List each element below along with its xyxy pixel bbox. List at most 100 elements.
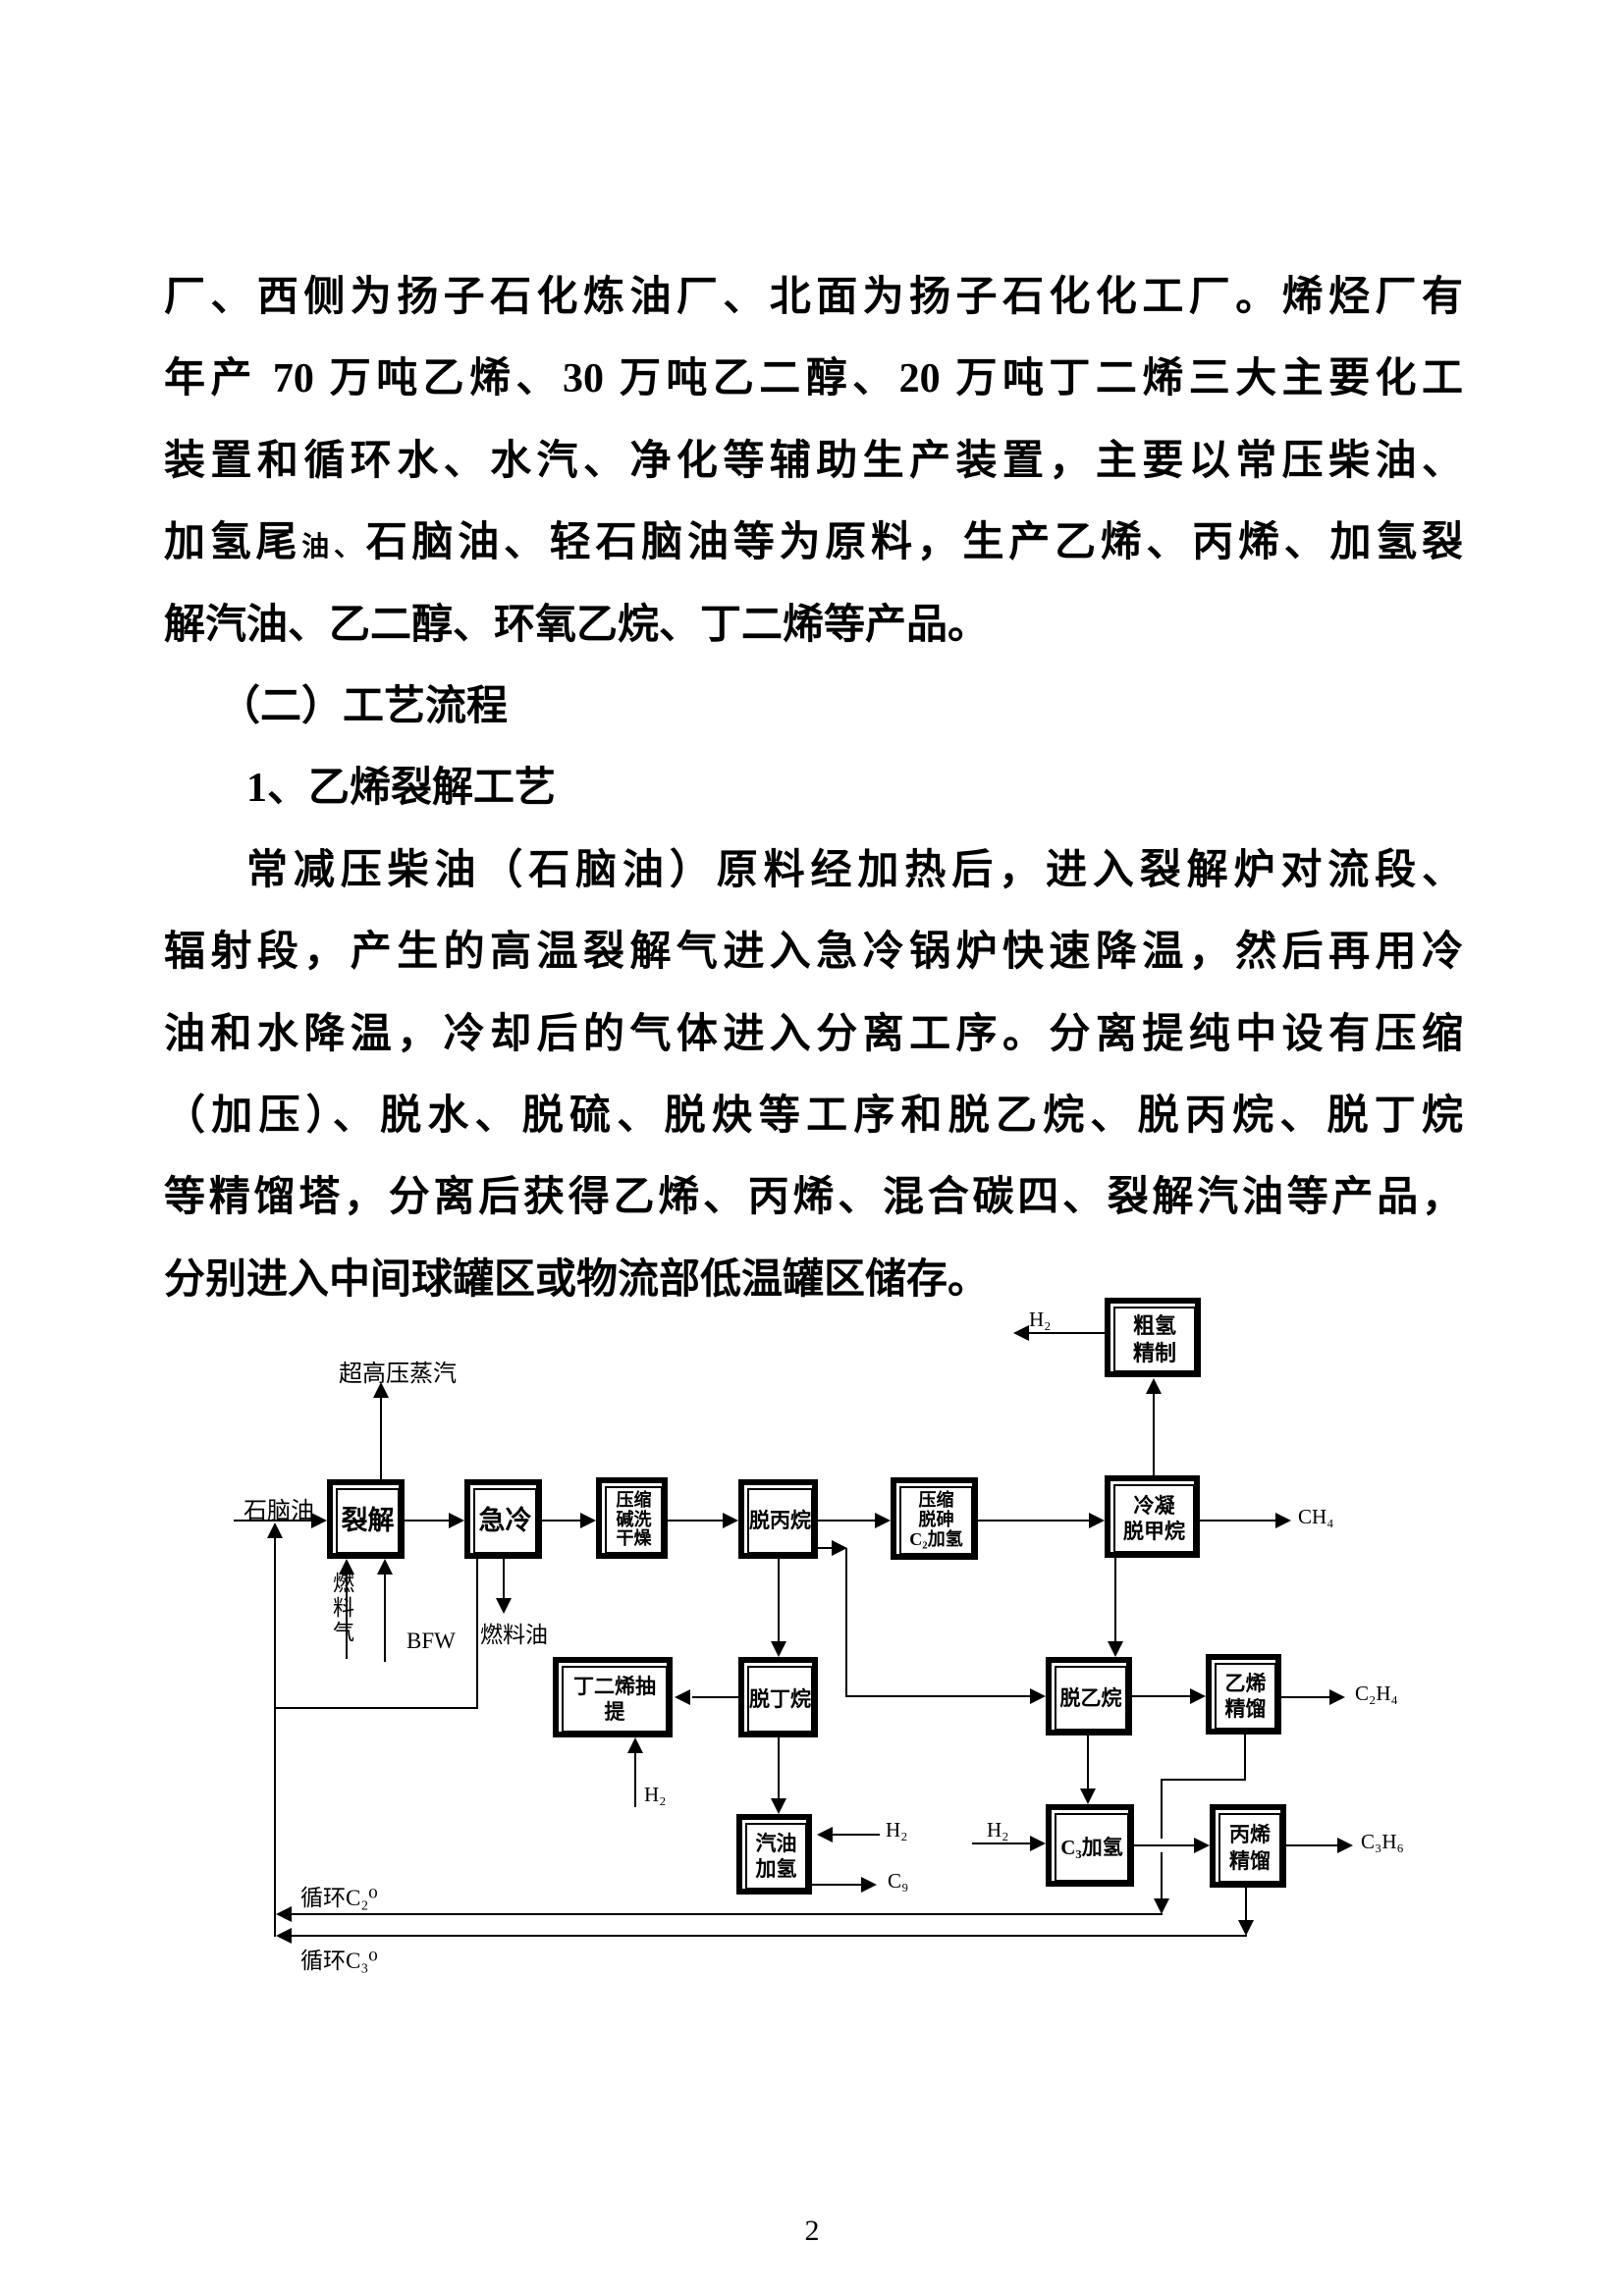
line-recycle-riser <box>274 1536 276 1937</box>
label-c2h4: C₂H₄ <box>1355 1682 1398 1705</box>
arrowhead-into-deethanizer-left <box>1030 1688 1046 1704</box>
arrowhead-into-deethanizer-top <box>1108 1641 1123 1657</box>
page-number: 2 <box>804 2215 820 2247</box>
line-quench-down <box>476 1559 478 1709</box>
arrowhead-into-ethylene-frac <box>1190 1688 1206 1704</box>
line-debutanizer-butadiene <box>692 1696 738 1698</box>
box-label: 乙烯 精馏 <box>1215 1663 1276 1730</box>
box-label: 冷凝 脱甲烷 <box>1113 1484 1195 1553</box>
arrowhead-c9-out <box>861 1877 877 1893</box>
line-h2-gasoline <box>831 1834 880 1836</box>
line-gasoline-c9 <box>812 1884 861 1886</box>
label-h2-gasoline: H₂ <box>886 1818 908 1842</box>
label-c9: C₉ <box>888 1869 909 1893</box>
line-debutanizer-gasoline <box>778 1737 780 1800</box>
line-quench-recycle <box>275 1707 478 1709</box>
box-gasoline-hydrogenation: 汽油 加氢 <box>736 1814 812 1895</box>
box-label: C₃加氢 <box>1055 1813 1129 1882</box>
line-deethanizer-ethylene <box>1132 1695 1190 1697</box>
paragraph-line: 装置和循环水、水汽、净化等辅助生产装置，主要以常压柴油、 <box>164 438 1463 484</box>
box-debutanizer: 脱丁烷 <box>738 1657 818 1737</box>
paragraph-line: （加压）、脱水、脱硫、脱炔等工序和脱乙烷、脱丙烷、脱丁烷 <box>164 1093 1463 1139</box>
arrowhead-into-demethanizer <box>1089 1513 1105 1528</box>
label-h2-butadiene: H₂ <box>644 1783 667 1806</box>
paragraph-line: 油和水降温，冷却后的气体进入分离工序。分离提纯中设有压缩 <box>164 1011 1463 1057</box>
label-fuel-gas: 燃料气 <box>330 1572 354 1645</box>
line-quench-compwash <box>542 1520 580 1522</box>
line-naphtha-feed <box>234 1520 315 1522</box>
box-label: 丁二烯抽提 <box>562 1666 668 1733</box>
label-recycle-c3: 循环C₃⁰ <box>300 1949 378 1973</box>
paragraph-line: 等精馏塔，分离后获得乙烯、丙烯、混合碳四、裂解汽油等产品， <box>164 1175 1463 1221</box>
box-crude-hydrogen-purification: 粗氢 精制 <box>1105 1298 1201 1377</box>
line-ethylene-return-down-a <box>1161 1779 1163 1839</box>
box-condensation-demethanizer: 冷凝 脱甲烷 <box>1105 1475 1200 1558</box>
line-deethanizer-c3hydro <box>1087 1735 1089 1790</box>
arrowhead-bypass-right <box>832 1540 847 1556</box>
box-cracking: 裂解 <box>327 1479 405 1559</box>
paragraph-line: 常减压柴油（石脑油）原料经加热后，进入裂解炉对流段、 <box>246 847 1463 893</box>
line-fueloil-down <box>503 1559 505 1600</box>
label-bfw: BFW <box>406 1629 456 1653</box>
line-depropanizer-dearsen <box>818 1520 875 1522</box>
paragraph-line: 厂、西侧为扬子石化炼油厂、北面为扬子石化化工厂。烯烃厂有 <box>164 275 1463 320</box>
arrowhead-recycle-up <box>267 1522 283 1538</box>
arrowhead-recycle-c2-left <box>276 1906 292 1922</box>
sub-heading: 1、乙烯裂解工艺 <box>246 766 557 812</box>
arrowhead-h2-into-c3hydro <box>1030 1836 1046 1851</box>
section-heading: （二）工艺流程 <box>219 683 509 729</box>
line-h2-c3hydro <box>972 1842 1030 1844</box>
line-propylene-c3h6 <box>1286 1844 1337 1846</box>
box-butadiene-extraction: 丁二烯抽提 <box>553 1657 673 1737</box>
arrowhead-h2-into-butadiene <box>627 1737 643 1753</box>
arrowhead-into-quench <box>449 1513 464 1528</box>
box-label: 汽油 加氢 <box>745 1823 807 1890</box>
line-bfw-riser <box>384 1573 386 1662</box>
arrowhead-into-gasoline-hydro <box>771 1798 786 1814</box>
line-bypass-deethanizer <box>846 1695 1030 1697</box>
line-segment-small: 油、 <box>301 532 366 563</box>
line-ethylene-c2h4 <box>1281 1696 1329 1698</box>
label-uhp-steam: 超高压蒸汽 <box>339 1362 457 1387</box>
paragraph-line: 分别进入中间球罐区或物流部低温罐区储存。 <box>164 1256 990 1303</box>
arrowhead-into-crudeh2 <box>1146 1378 1162 1394</box>
line-propylene-bottom <box>1245 1888 1247 1922</box>
paragraph-line: 辐射段，产生的高温裂解气进入急冷锅炉快速降温，然后再用冷 <box>164 930 1463 976</box>
line-recycle-c2 <box>290 1913 1163 1915</box>
label-c3h6: C₃H₆ <box>1361 1830 1404 1853</box>
box-label: 脱乙烷 <box>1055 1666 1127 1731</box>
label-h2-c3: H₂ <box>987 1818 1009 1842</box>
box-label: 裂解 <box>336 1488 400 1554</box>
line-cracking-quench <box>405 1520 449 1522</box>
paragraph-line: 解汽油、乙二醇、环氧乙烷、丁二烯等产品。 <box>164 602 990 648</box>
line-depropanizer-bypass <box>818 1547 838 1549</box>
box-quench: 急冷 <box>464 1479 542 1559</box>
box-propylene-fractionation: 丙烯 精馏 <box>1210 1804 1286 1888</box>
arrowhead-into-dearsen <box>875 1513 891 1528</box>
line-crudeh2-h2out <box>1029 1332 1105 1334</box>
box-c3-hydrogenation: C₃加氢 <box>1046 1804 1134 1887</box>
arrowhead-into-butadiene <box>675 1689 690 1705</box>
arrowhead-c2h4-out <box>1329 1689 1345 1705</box>
line-steam-riser <box>380 1396 382 1480</box>
arrowhead-bfw-up <box>377 1559 393 1575</box>
arrowhead-into-c3hydro-top <box>1080 1789 1096 1804</box>
arrowhead-ch4-out <box>1275 1513 1291 1528</box>
arrowhead-h2-out-left <box>1013 1325 1029 1341</box>
line-h2-butadiene <box>634 1751 636 1807</box>
box-label: 丙烯 精馏 <box>1218 1813 1281 1883</box>
line-segment: 加氢尾 <box>164 520 302 566</box>
line-bypass-down <box>845 1548 847 1697</box>
line-dearsen-demethanizer <box>978 1520 1089 1522</box>
arrowhead-into-debutanizer <box>771 1641 786 1657</box>
arrowhead-ethylene-return-down <box>1154 1898 1169 1914</box>
box-label: 粗氢 精制 <box>1113 1307 1196 1372</box>
line-recycle-c3 <box>290 1935 1247 1937</box>
arrowhead-into-compwash <box>580 1513 596 1528</box>
label-ch4: CH₄ <box>1298 1505 1334 1528</box>
body-text: 厂、西侧为扬子石化炼油厂、北面为扬子石化化工厂。烯烃厂有 年产 70 万吨乙烯、… <box>164 257 1463 1321</box>
box-label: 急冷 <box>473 1488 537 1554</box>
arrowhead-propylene-return-down <box>1238 1920 1254 1936</box>
line-compwash-depropanizer <box>668 1520 723 1522</box>
